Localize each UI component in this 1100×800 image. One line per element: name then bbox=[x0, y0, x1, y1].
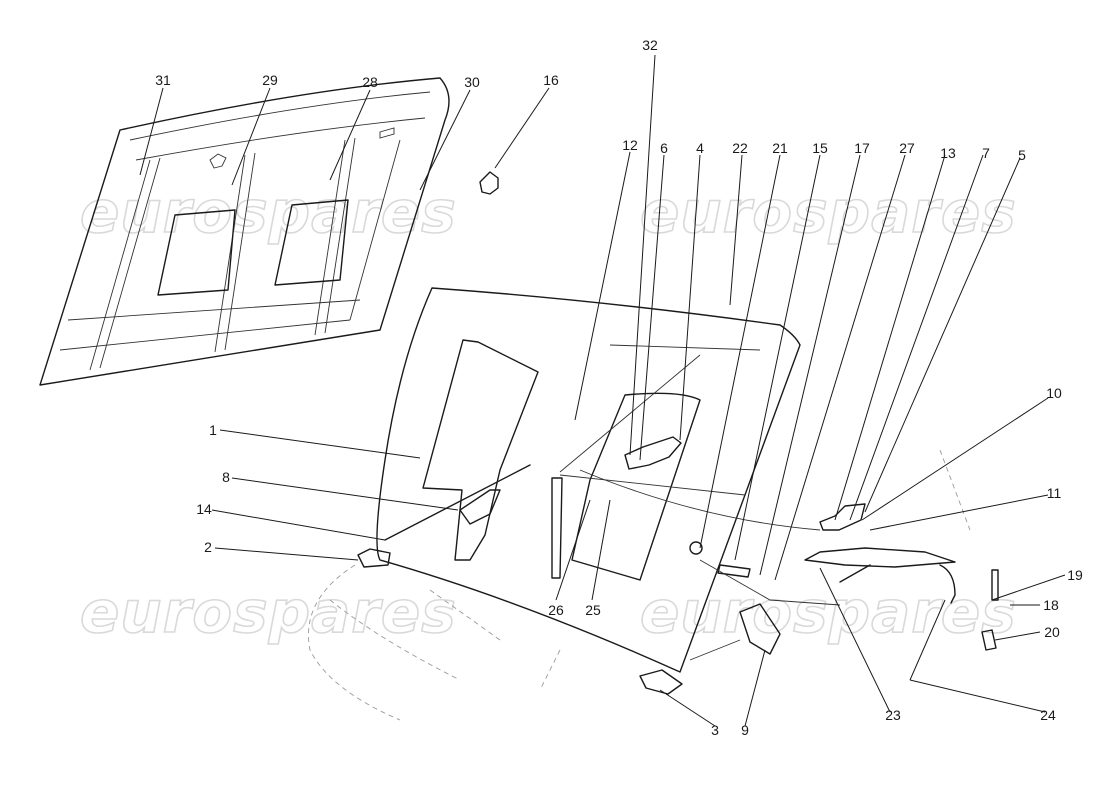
callout-23: 23 bbox=[885, 707, 901, 723]
callout-labels: 32 31 29 28 30 16 12 6 4 22 21 15 17 27 … bbox=[155, 37, 1083, 738]
callout-9: 9 bbox=[741, 722, 749, 738]
callout-20: 20 bbox=[1044, 624, 1060, 640]
hood-inner-frame bbox=[39, 77, 450, 386]
callout-19: 19 bbox=[1067, 567, 1083, 583]
callout-1: 1 bbox=[209, 422, 217, 438]
callout-17: 17 bbox=[854, 140, 870, 156]
callout-31: 31 bbox=[155, 72, 171, 88]
callout-13: 13 bbox=[940, 145, 956, 161]
hardware-parts bbox=[357, 436, 999, 695]
watermark-layer: eurospares eurospares eurospares eurospa… bbox=[79, 177, 1017, 647]
callout-27: 27 bbox=[899, 140, 915, 156]
callout-8: 8 bbox=[222, 469, 230, 485]
ghost-car-outline bbox=[308, 449, 971, 721]
callout-28: 28 bbox=[362, 74, 378, 90]
callout-6: 6 bbox=[660, 140, 668, 156]
callout-22: 22 bbox=[732, 140, 748, 156]
watermark-1: eurospares bbox=[80, 178, 457, 246]
watermark-3: eurospares bbox=[80, 578, 457, 646]
callout-30: 30 bbox=[464, 74, 480, 90]
callout-18: 18 bbox=[1043, 597, 1059, 613]
callout-15: 15 bbox=[812, 140, 828, 156]
callout-32: 32 bbox=[642, 37, 658, 53]
callout-16: 16 bbox=[543, 72, 559, 88]
hood-outer-shell bbox=[376, 287, 801, 673]
watermark-4: eurospares bbox=[640, 578, 1017, 646]
callout-29: 29 bbox=[262, 72, 278, 88]
callout-7: 7 bbox=[982, 145, 990, 161]
callout-4: 4 bbox=[696, 140, 704, 156]
callout-12: 12 bbox=[622, 137, 638, 153]
callout-14: 14 bbox=[196, 501, 212, 517]
part-16-clip bbox=[479, 171, 499, 195]
callout-24: 24 bbox=[1040, 707, 1056, 723]
callout-11: 11 bbox=[1047, 485, 1062, 501]
leader-lines bbox=[139, 54, 1066, 727]
callout-3: 3 bbox=[711, 722, 719, 738]
callout-25: 25 bbox=[585, 602, 601, 618]
callout-5: 5 bbox=[1018, 147, 1026, 163]
callout-21: 21 bbox=[772, 140, 788, 156]
callout-2: 2 bbox=[204, 539, 212, 555]
watermark-2: eurospares bbox=[640, 178, 1017, 246]
callout-26: 26 bbox=[548, 602, 564, 618]
callout-10: 10 bbox=[1046, 385, 1062, 401]
